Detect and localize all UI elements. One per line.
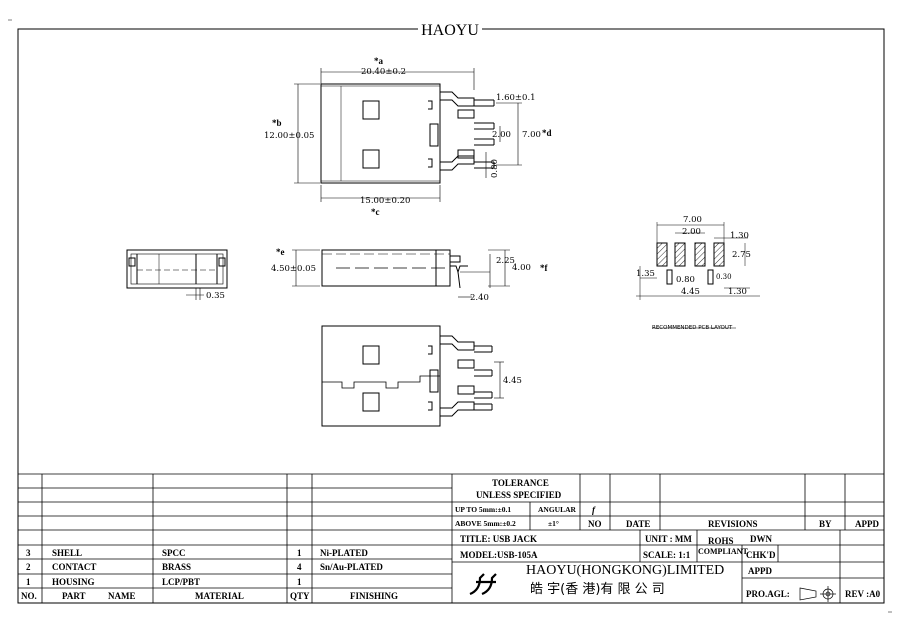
dim-e-mark: *e <box>276 247 285 257</box>
unit-label: UNIT : MM <box>645 534 692 544</box>
bom-row-no: 3 <box>26 548 31 558</box>
drawing-border <box>17 28 885 604</box>
tolerance-above: ABOVE 5mm:±0.2 <box>455 519 516 528</box>
model-label: MODEL:USB-105A <box>460 550 538 560</box>
dim-e-value: 4.50±0.05 <box>271 264 316 274</box>
dim-c-value: 15.00±0.20 <box>360 196 411 206</box>
pcb-dim-135: 1.35 <box>636 269 655 279</box>
pcb-dim-130b: 1.30 <box>728 287 747 297</box>
revisions-by: BY <box>819 519 832 529</box>
tolerance-subtitle: UNLESS SPECIFIED <box>476 490 562 500</box>
company-name-en: HAOYU(HONGKONG)LIMITED <box>526 563 725 578</box>
dim-d-mark: *d <box>542 128 552 138</box>
pro-agl-label: PRO.AGL: <box>746 589 790 599</box>
bom-row-part: HOUSING <box>52 577 95 587</box>
dim-bottom-445: 4.45 <box>503 376 522 386</box>
dim-pin-gap: 0.80 <box>490 159 500 178</box>
dim-side-035: 0.35 <box>206 291 225 301</box>
company-name-cn: 皓 宇(香 港)有 限 公 司 <box>530 582 665 597</box>
top-view <box>294 68 522 202</box>
rev-label: REV :A0 <box>845 589 881 599</box>
chkd-label: CHK'D <box>746 550 776 560</box>
pcb-dim-275: 2.75 <box>732 250 751 260</box>
tolerance-angular: ANGULAR <box>538 505 576 514</box>
revisions-no: NO <box>588 519 602 529</box>
scale-label: SCALE: 1:1 <box>643 550 691 560</box>
dim-b-value: 12.00±0.05 <box>264 131 315 141</box>
company-logo-icon <box>469 573 497 596</box>
projection-symbol-icon <box>799 586 836 602</box>
bom-head-qty: QTY <box>290 591 310 601</box>
pcb-dim-445: 4.45 <box>681 287 700 297</box>
bom-row-part: SHELL <box>52 548 83 558</box>
revisions-date: DATE <box>626 519 651 529</box>
title-block-grid <box>18 473 884 603</box>
bom-head-material: MATERIAL <box>195 591 244 601</box>
revisions-appd: APPD <box>855 519 879 529</box>
bottom-view <box>321 325 504 427</box>
dim-f-240: 2.40 <box>470 293 489 303</box>
bom-row-material: LCP/PBT <box>162 577 201 587</box>
rohs-compliant-label: COMPLIANT <box>698 547 748 556</box>
dim-f-225: 2.25 <box>496 256 515 266</box>
dim-pin-width: 1.60±0.1 <box>496 93 536 103</box>
front-view <box>292 249 510 298</box>
tolerance-angle-value: ±1° <box>548 519 559 528</box>
dim-a-mark: *a <box>374 56 383 66</box>
bom-row-finish: Ni-PLATED <box>320 548 368 558</box>
bom-head-name: NAME <box>108 591 136 601</box>
pcb-dim-030: 0.30 <box>716 273 732 281</box>
bom-row-finish: Sn/Au-PLATED <box>320 562 383 572</box>
brand-title: HAOYU <box>418 21 482 41</box>
bom-row-no: 1 <box>26 577 31 587</box>
revisions-title: REVISIONS <box>708 519 758 529</box>
dim-c-mark: *c <box>371 207 380 217</box>
pcb-dim-130a: 1.30 <box>730 231 749 241</box>
dim-b-mark: *b <box>272 118 282 128</box>
tolerance-up-to: UP TO 5mm:±0.1 <box>455 505 512 514</box>
bom-head-no: NO. <box>21 591 37 601</box>
bom-head-part: PART <box>62 591 86 601</box>
tolerance-angular-symbol: f <box>592 505 595 515</box>
dim-f-value: 4.00 <box>512 263 531 273</box>
bom-head-finish: FINISHING <box>350 591 399 601</box>
appd-label: APPD <box>748 566 772 576</box>
rohs-label: ROHS <box>708 536 734 546</box>
bom-row-material: BRASS <box>162 562 192 572</box>
bom-row-part: CONTACT <box>52 562 97 572</box>
tolerance-title: TOLERANCE <box>492 478 549 488</box>
end-view <box>126 249 228 300</box>
bom-row-qty: 1 <box>297 548 302 558</box>
bom-row-qty: 4 <box>297 562 302 572</box>
dim-d-pitch: 2.00 <box>492 130 511 140</box>
pcb-layout <box>636 222 760 329</box>
bom-row-no: 2 <box>26 562 31 572</box>
pcb-dim-080: 0.80 <box>676 275 695 285</box>
pcb-layout-label: RECOMMENDED PCB LAYOUT <box>652 325 733 331</box>
dim-a-value: 20.40±0.2 <box>361 67 406 77</box>
dwn-label: DWN <box>750 534 772 544</box>
title-label: TITLE: USB JACK <box>460 534 538 544</box>
dim-f-mark: *f <box>540 263 548 273</box>
bom-row-qty: 1 <box>297 577 302 587</box>
pcb-dim-200: 2.00 <box>682 227 701 237</box>
dim-d-value: 7.00 <box>522 130 541 140</box>
pcb-dim-700: 7.00 <box>683 215 702 225</box>
bom-row-material: SPCC <box>162 548 186 558</box>
